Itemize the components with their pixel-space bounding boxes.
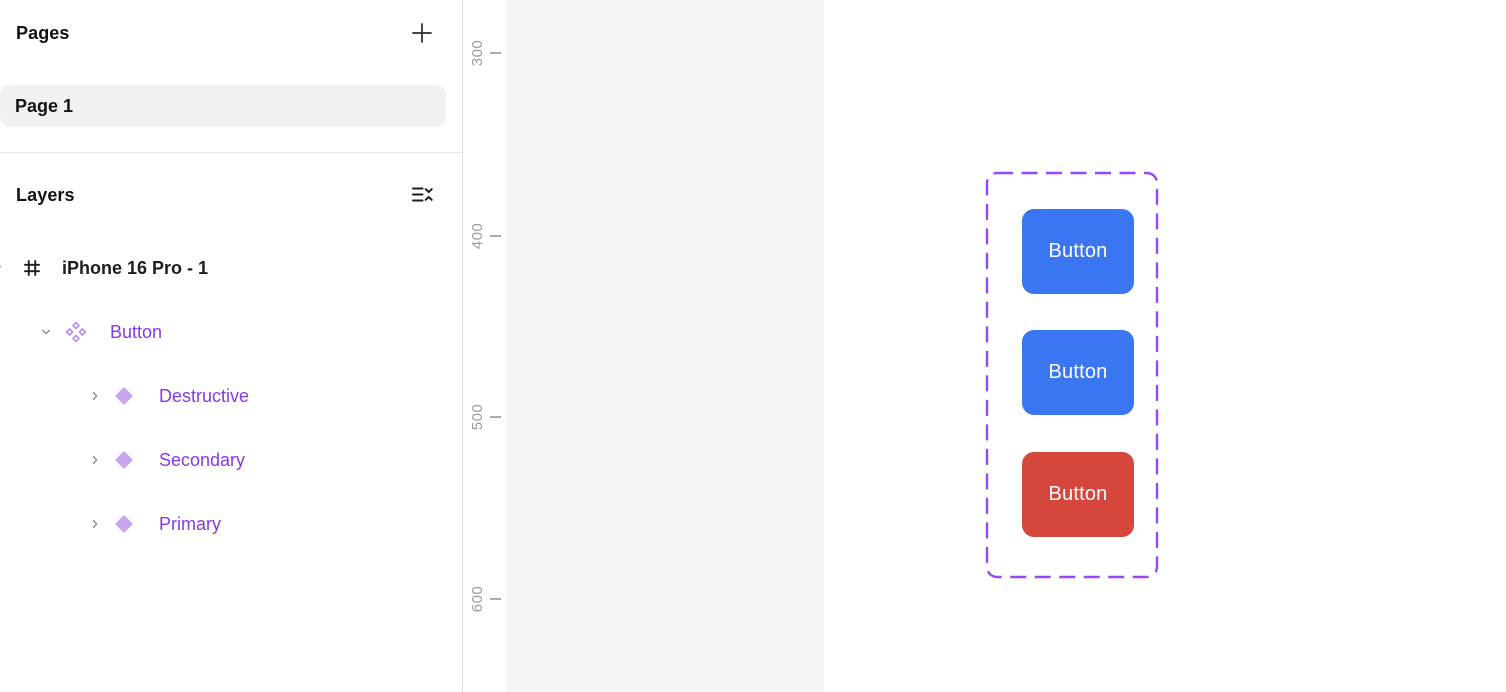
canvas-button-primary[interactable]: Button <box>1022 209 1134 294</box>
layer-row-frame[interactable]: iPhone 16 Pro - 1 <box>0 236 462 300</box>
component-set-icon <box>64 320 88 344</box>
canvas-button-label: Button <box>1048 361 1108 383</box>
layer-label: Primary <box>159 513 221 534</box>
add-page-button[interactable] <box>408 20 436 48</box>
canvas-button-destructive[interactable]: Button <box>1022 452 1134 537</box>
layer-row-component-set[interactable]: Button <box>0 300 462 364</box>
chevron-right-icon[interactable] <box>89 518 101 530</box>
layers-panel-title: Layers <box>16 185 75 205</box>
ruler-tick <box>490 235 501 237</box>
chevron-right-icon[interactable] <box>89 454 101 466</box>
ruler-tick <box>490 416 501 418</box>
layer-row-variant[interactable]: Destructive <box>0 364 462 428</box>
layer-label: Destructive <box>159 385 250 406</box>
chevron-down-icon[interactable] <box>40 326 52 338</box>
diamond-icon <box>113 513 135 535</box>
ruler-tick <box>490 598 501 600</box>
layer-label: Button <box>110 321 163 342</box>
canvas-background[interactable] <box>506 0 824 692</box>
collapse-layers-button[interactable] <box>408 182 436 210</box>
canvas-button-label: Button <box>1048 483 1108 505</box>
diamond-icon <box>113 449 135 471</box>
chevron-right-icon[interactable] <box>89 390 101 402</box>
layer-row-variant[interactable]: Secondary <box>0 428 462 492</box>
ruler-tick-label: 400 <box>469 222 486 250</box>
collapse-list-icon <box>410 183 434 210</box>
iphone-frame-surface[interactable] <box>824 0 1506 692</box>
frame-icon <box>22 258 42 278</box>
vertical-ruler: 300 400 500 600 <box>463 0 506 692</box>
layers-tree: iPhone 16 Pro - 1 Button <box>0 236 462 556</box>
chevron-down-icon[interactable] <box>0 262 3 274</box>
ruler-tick-label: 600 <box>469 585 486 613</box>
canvas-button-label: Button <box>1048 240 1108 262</box>
ruler-tick-label: 300 <box>469 39 486 67</box>
ruler-tick-label: 500 <box>469 403 486 431</box>
layer-row-variant[interactable]: Primary <box>0 492 462 556</box>
left-sidebar: Pages Page 1 Layers <box>0 0 463 692</box>
page-name: Page 1 <box>15 95 74 116</box>
ruler-tick <box>490 52 501 54</box>
diamond-icon <box>113 385 135 407</box>
layer-label: Secondary <box>159 449 246 470</box>
canvas-button-secondary[interactable]: Button <box>1022 330 1134 415</box>
panel-divider <box>0 152 462 153</box>
layer-label: iPhone 16 Pro - 1 <box>62 257 209 278</box>
pages-panel-title: Pages <box>16 23 70 43</box>
plus-icon <box>410 21 434 48</box>
page-list-item[interactable]: Page 1 <box>0 85 446 127</box>
